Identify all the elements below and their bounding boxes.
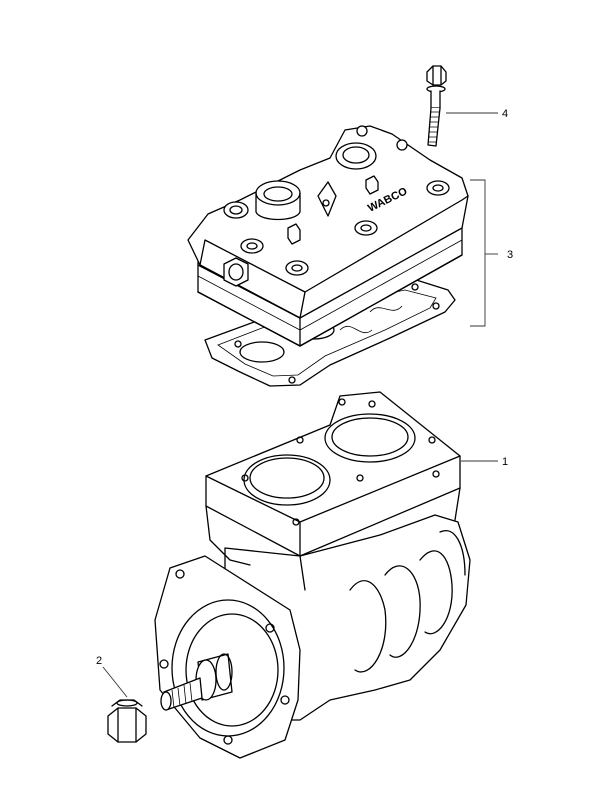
leader-lines bbox=[102, 112, 498, 698]
callout-4: 4 bbox=[502, 108, 508, 120]
callout-2: 2 bbox=[96, 655, 102, 667]
bracket-3 bbox=[470, 179, 486, 327]
leader-line-2 bbox=[102, 666, 128, 698]
cylinder-head-part: WABCO bbox=[187, 125, 469, 387]
callout-3: 3 bbox=[507, 249, 513, 261]
callout-numbers: 4 3 1 2 bbox=[96, 108, 513, 667]
callout-1: 1 bbox=[502, 456, 508, 468]
plug-part bbox=[107, 699, 147, 743]
compressor-body-part bbox=[154, 391, 471, 759]
bolt-part bbox=[426, 65, 447, 147]
